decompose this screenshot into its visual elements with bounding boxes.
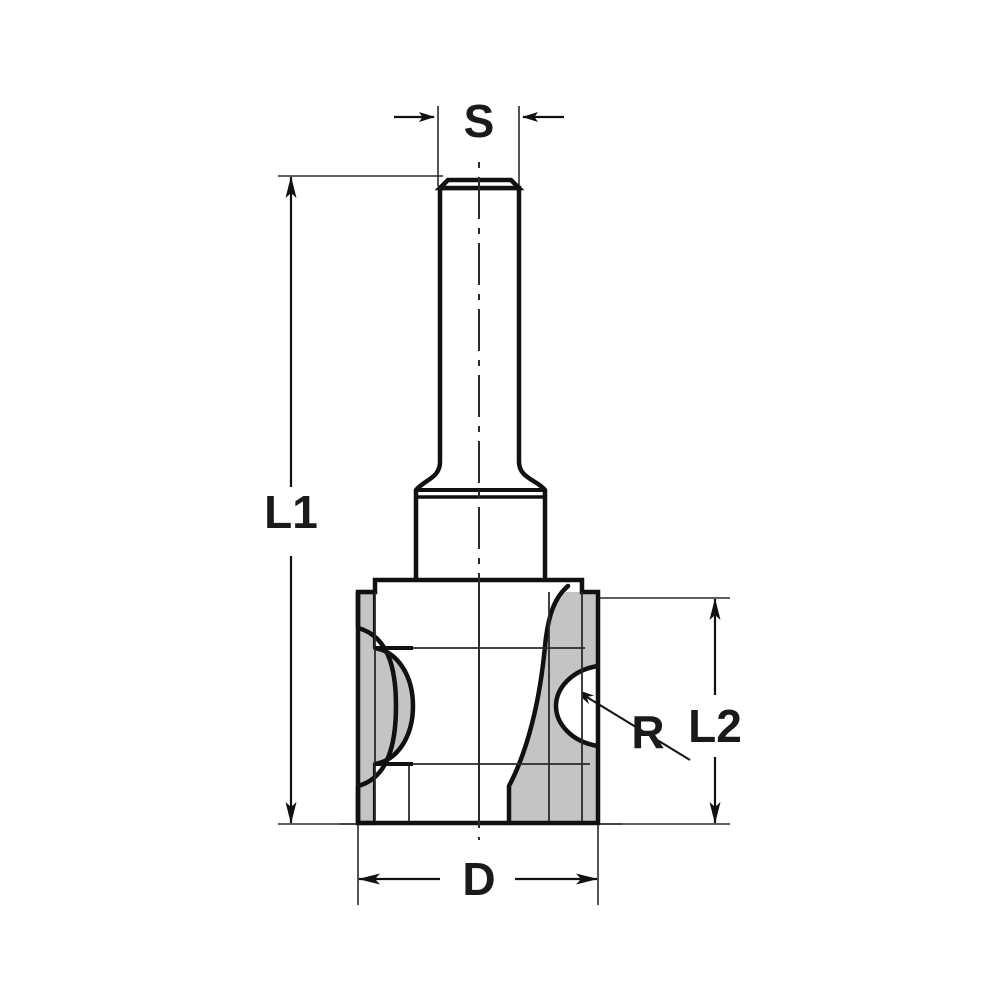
dimension-label-d: D <box>462 853 495 905</box>
dimension-label-s: S <box>464 95 495 147</box>
dimension-lines-group <box>285 112 721 885</box>
dimension-leader-r <box>571 687 691 761</box>
dimension-label-l1: L1 <box>264 486 318 538</box>
left-profile-inner-arc <box>374 645 416 767</box>
right-profile-concave-arc <box>553 663 599 749</box>
dimension-label-r: R <box>631 706 664 758</box>
left-profile-outer-arc <box>357 625 399 789</box>
dimension-labels-group: S L1 L2 D R <box>264 95 742 905</box>
dimension-label-l2: L2 <box>688 700 742 752</box>
left-carbide-fill <box>358 592 413 823</box>
